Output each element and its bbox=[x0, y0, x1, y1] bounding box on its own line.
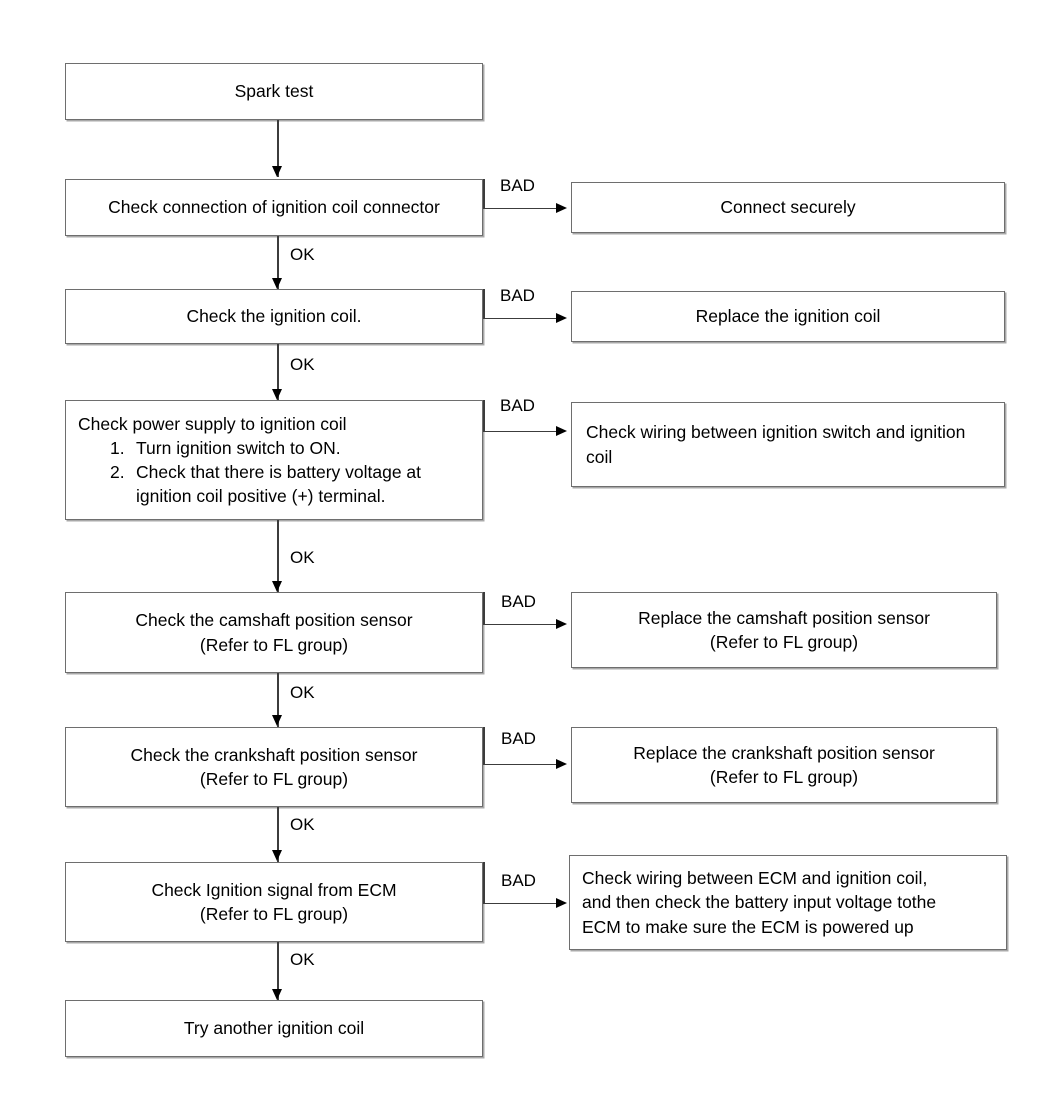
edge-label-ok-1: OK bbox=[290, 245, 315, 264]
node-replace-crankshaft-sensor[interactable]: Replace the crankshaft position sensor (… bbox=[571, 727, 997, 803]
connector-bad-3-stub bbox=[483, 400, 485, 432]
edge-label-ok-5: OK bbox=[290, 815, 315, 834]
node-check-connection[interactable]: Check connection of ignition coil connec… bbox=[65, 179, 483, 236]
node-replace-ignition-coil-label: Replace the ignition coil bbox=[695, 306, 881, 327]
edge-label-bad-5: BAD bbox=[501, 729, 536, 748]
power-supply-steps: 1. Turn ignition switch to ON. 2. Check th… bbox=[78, 436, 470, 508]
node-replace-camshaft-sensor-label: Replace the camshaft position sensor (Re… bbox=[638, 607, 930, 652]
node-spark-test-label: Spark test bbox=[234, 81, 314, 102]
edge-label-ok-3: OK bbox=[290, 548, 315, 567]
node-check-wiring-ecm-label: Check wiring between ECM and ignition co… bbox=[582, 868, 937, 937]
node-replace-ignition-coil[interactable]: Replace the ignition coil bbox=[571, 291, 1005, 342]
edge-label-bad-6: BAD bbox=[501, 871, 536, 890]
connector-bad-1-stub bbox=[483, 179, 485, 209]
node-check-camshaft-sensor-label: Check the camshaft position sensor (Refe… bbox=[135, 610, 413, 655]
connector-bad-2-stub bbox=[483, 289, 485, 319]
node-check-crankshaft-sensor-label: Check the crankshaft position sensor (Re… bbox=[130, 744, 418, 789]
node-check-power-supply[interactable]: Check power supply to ignition coil 1. Tu… bbox=[65, 400, 483, 520]
edge-label-bad-2: BAD bbox=[500, 286, 535, 305]
edge-label-bad-1: BAD bbox=[500, 176, 535, 195]
node-check-camshaft-sensor[interactable]: Check the camshaft position sensor (Refe… bbox=[65, 592, 483, 673]
power-supply-step-1-text: Turn ignition switch to ON. bbox=[136, 437, 341, 458]
node-check-ignition-coil[interactable]: Check the ignition coil. bbox=[65, 289, 483, 344]
connector-bad-6-stub bbox=[483, 862, 485, 904]
power-supply-step-2: 2. Check that there is battery voltage at… bbox=[110, 460, 470, 508]
edge-label-bad-4: BAD bbox=[501, 592, 536, 611]
node-check-ignition-coil-label: Check the ignition coil. bbox=[186, 306, 362, 327]
node-check-power-supply-heading: Check power supply to ignition coil bbox=[78, 413, 347, 434]
power-supply-step-1: 1. Turn ignition switch to ON. bbox=[110, 436, 470, 460]
connector-ok-1 bbox=[277, 236, 279, 290]
node-check-connection-label: Check connection of ignition coil connec… bbox=[108, 197, 440, 218]
connector-ok-2 bbox=[277, 344, 279, 401]
node-connect-securely-label: Connect securely bbox=[720, 197, 856, 218]
power-supply-step-1-number: 1. bbox=[110, 437, 125, 458]
connector-bad-5 bbox=[483, 763, 563, 766]
arrowhead-right-6 bbox=[556, 897, 567, 908]
arrowhead-down-4 bbox=[271, 581, 282, 592]
arrowhead-right-1 bbox=[556, 202, 567, 213]
connector-bad-2 bbox=[483, 317, 563, 320]
connector-bad-1 bbox=[483, 207, 563, 210]
power-supply-step-2-number: 2. bbox=[110, 462, 125, 482]
arrowhead-right-3 bbox=[556, 425, 567, 436]
node-check-wiring-ecm[interactable]: Check wiring between ECM and ignition co… bbox=[569, 855, 1007, 950]
node-replace-crankshaft-sensor-label: Replace the crankshaft position sensor (… bbox=[633, 742, 935, 787]
connector-spark-to-connection bbox=[277, 120, 279, 177]
arrowhead-down-7 bbox=[271, 989, 282, 1000]
node-check-wiring-switch-label: Check wiring between ignition switch and… bbox=[586, 422, 966, 467]
connector-ok-6 bbox=[277, 942, 279, 1000]
edge-label-bad-3: BAD bbox=[500, 396, 535, 415]
node-check-power-supply-body: Check power supply to ignition coil 1. Tu… bbox=[78, 412, 470, 509]
connector-ok-4 bbox=[277, 673, 279, 727]
edge-label-ok-2: OK bbox=[290, 355, 315, 374]
arrowhead-down-6 bbox=[271, 850, 282, 861]
edge-label-ok-6: OK bbox=[290, 950, 315, 969]
connector-ok-3 bbox=[277, 520, 279, 592]
node-connect-securely[interactable]: Connect securely bbox=[571, 182, 1005, 233]
arrowhead-right-4 bbox=[556, 618, 567, 629]
arrowhead-down-3 bbox=[271, 389, 282, 400]
connector-bad-5-stub bbox=[483, 727, 485, 765]
power-supply-step-2-text: Check that there is battery voltage at i… bbox=[136, 462, 422, 507]
edge-label-ok-4: OK bbox=[290, 683, 315, 702]
node-check-wiring-switch[interactable]: Check wiring between ignition switch and… bbox=[571, 402, 1005, 487]
node-replace-camshaft-sensor[interactable]: Replace the camshaft position sensor (Re… bbox=[571, 592, 997, 668]
arrowhead-right-5 bbox=[556, 758, 567, 769]
connector-bad-4-stub bbox=[483, 592, 485, 625]
node-try-another-coil-label: Try another ignition coil bbox=[183, 1018, 365, 1039]
arrowhead-down-2 bbox=[271, 278, 282, 289]
node-try-another-coil[interactable]: Try another ignition coil bbox=[65, 1000, 483, 1057]
connector-bad-6 bbox=[483, 902, 563, 905]
node-check-ecm-signal[interactable]: Check Ignition signal from ECM (Refer to… bbox=[65, 862, 483, 942]
connector-bad-3 bbox=[483, 430, 563, 433]
arrowhead-right-2 bbox=[556, 312, 567, 323]
node-check-ecm-signal-label: Check Ignition signal from ECM (Refer to… bbox=[151, 879, 397, 924]
connector-bad-4 bbox=[483, 623, 563, 626]
arrowhead-down-1 bbox=[271, 166, 282, 177]
node-spark-test[interactable]: Spark test bbox=[65, 63, 483, 120]
node-check-crankshaft-sensor[interactable]: Check the crankshaft position sensor (Re… bbox=[65, 727, 483, 807]
arrowhead-down-5 bbox=[271, 715, 282, 726]
connector-ok-5 bbox=[277, 807, 279, 862]
